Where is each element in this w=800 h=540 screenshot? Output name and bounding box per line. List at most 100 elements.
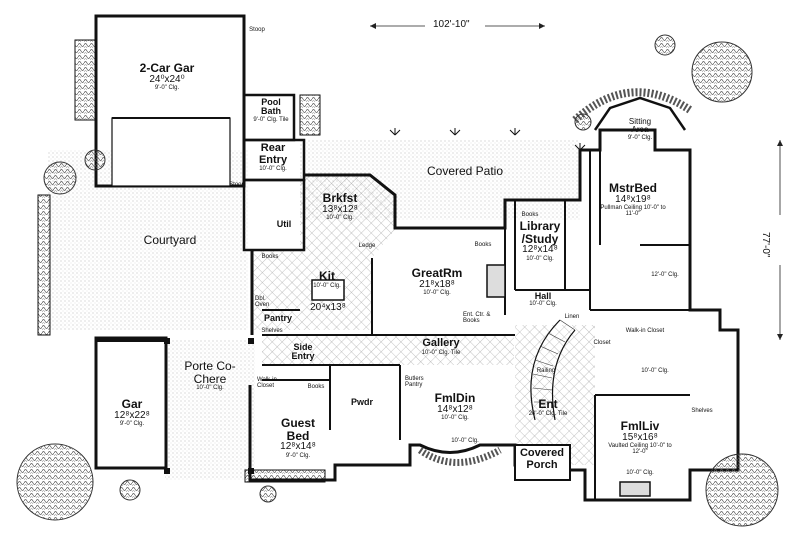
room-kitchen-dim: 20⁴x13⁸: [310, 302, 346, 314]
room-courtyard: Courtyard: [144, 234, 197, 247]
overall-depth-dim-line: [777, 140, 783, 340]
room-name: Library /Study: [519, 219, 561, 246]
room-name: Brkfst: [322, 191, 358, 205]
sitting-area-planting: [572, 88, 693, 123]
note-stoop-top: Stoop: [249, 27, 265, 33]
courtyard-garden-wall: [37, 39, 326, 483]
room-name: Kit: [319, 269, 335, 283]
stair-treads: [532, 319, 576, 403]
room-covered-patio: Covered Patio: [427, 165, 503, 178]
room-dim: 12⁸x14⁸: [280, 441, 316, 453]
room-guest-bed: Guest Bed 12⁸x14⁸ 9'-0" Clg.: [273, 417, 323, 459]
room-ceiling: 10'-0" Clg.: [526, 255, 554, 262]
note-books-kit: Books: [261, 254, 279, 260]
room-name: Gar: [121, 397, 143, 411]
curved-staircase: [530, 319, 576, 421]
room-name: Porte Co-Chere: [184, 359, 236, 386]
dining-bay-planter: [417, 446, 502, 466]
note-dining-ceiling: 10'-0" Clg.: [451, 438, 479, 444]
tile-hatching: [252, 175, 595, 465]
garage-single-walls: [94, 336, 168, 470]
note-living-ceiling: 10'-0" Clg.: [626, 470, 654, 476]
room-utility: Util: [277, 219, 292, 229]
room-name: Side Entry: [291, 342, 315, 362]
room-library-study: Library /Study 12⁸x14⁸ 10'-0" Clg.: [514, 220, 566, 262]
room-sitting-area: Sitting Area 9'-0" Clg.: [620, 117, 660, 141]
garage-single-door: [96, 338, 166, 342]
note-walk-in-closet-guest: Walk-in Closet: [257, 377, 277, 389]
room-garage-2car: 2-Car Gar 24⁰x24⁰ 9'-0" Clg.: [140, 62, 195, 91]
room-pool-bath: Pool Bath 9'-0" Clg. Tile: [251, 97, 291, 123]
room-kitchen: Kit 10'-0" Clg.: [313, 270, 341, 289]
room-name: Gallery: [422, 337, 460, 349]
room-formal-dining: FmlDin 14⁸x12⁸ 10'-0" Clg.: [435, 392, 476, 421]
overall-depth-dim: 77'-0": [760, 232, 771, 258]
room-name: MstrBed: [608, 181, 657, 195]
landscape-trees: [16, 34, 779, 527]
room-ceiling: 9'-0" Clg.: [154, 85, 180, 92]
room-powder: Pwdr: [350, 397, 374, 407]
room-name: Hall: [534, 291, 552, 301]
room-dim: 14⁸x12⁸: [437, 403, 473, 415]
room-ceiling: Vaulted Ceiling 10'-0" to 12'-0": [608, 443, 672, 456]
room-ceiling: 9'-0" Clg.: [119, 421, 145, 428]
room-name: Guest Bed: [280, 416, 315, 443]
room-ceiling: 10'-0" Clg.: [196, 385, 224, 392]
note-stoop-side: Stoop: [229, 182, 245, 188]
room-ceiling: 20'-0" Clg. Tile: [528, 410, 568, 417]
note-shelves: Shelves: [691, 408, 713, 414]
room-name: Ent: [538, 397, 558, 411]
porte-cochere-posts: [164, 338, 254, 474]
room-dim: 14⁸x19⁸: [615, 193, 651, 205]
note-books-great: Books: [474, 242, 492, 248]
room-great-room: GreatRm 21⁸x18⁸ 10'-0" Clg.: [412, 267, 463, 296]
room-covered-porch: Covered Porch: [515, 447, 570, 471]
kitchen-island: [311, 279, 345, 301]
room-ceiling: 10'-0" Clg.: [313, 282, 341, 289]
room-ceiling: Pullman Ceiling 10'-0" to 11'-0": [600, 205, 666, 218]
room-dim: 13⁸x12⁸: [322, 203, 358, 215]
room-garage-single: Gar 12⁸x22⁸ 9'-0" Clg.: [114, 398, 150, 427]
overall-width-dim: 102'-10": [433, 19, 470, 30]
house-exterior-walls: [248, 128, 740, 502]
note-linen-hall: Linen: [564, 314, 580, 320]
porte-cochere-paving: [165, 340, 255, 480]
room-formal-living: FmlLiv 15⁸x16⁸ Vaulted Ceiling 10'-0" to…: [600, 420, 680, 456]
room-name: Sitting Area: [628, 117, 652, 135]
room-name: Pantry: [263, 313, 293, 323]
note-closet: Closet: [593, 340, 611, 346]
room-master-bed: MstrBed 14⁸x19⁸ Pullman Ceiling 10'-0" t…: [593, 182, 673, 218]
room-name: Pool Bath: [261, 97, 281, 117]
room-dim: 24⁰x24⁰: [149, 73, 185, 85]
room-porte-cochere: Porte Co-Chere 10'-0" Clg.: [180, 359, 240, 392]
note-books-guest: Books: [307, 384, 325, 390]
room-ceiling: 10'-0" Clg.: [326, 215, 354, 222]
room-name: FmlLiv: [620, 419, 660, 433]
room-pantry: Pantry: [263, 313, 293, 323]
room-dim: 15⁸x16⁸: [622, 431, 658, 443]
room-dim: 12⁸x14⁸: [522, 244, 558, 256]
room-ceiling: 9'-0" Clg.: [285, 452, 311, 459]
room-ceiling: 10'-0" Clg.: [441, 415, 469, 422]
room-name: FmlDin: [434, 391, 476, 405]
note-entry-ceiling: 10'-0" Clg.: [641, 368, 669, 374]
interior-walls: [262, 150, 700, 500]
room-dim: 20⁴x13⁸: [310, 302, 346, 313]
room-name: Covered Patio: [426, 164, 504, 178]
sitting-area-bay: [593, 96, 687, 131]
note-master-hall-ceiling: 12'-0" Clg.: [651, 272, 679, 278]
covered-porch-walls: [514, 444, 571, 481]
room-name: Pwdr: [350, 397, 374, 407]
room-dim: 12⁸x22⁸: [114, 409, 150, 421]
note-walk-in-closet: Walk-in Closet: [625, 328, 665, 334]
room-hall: Hall 10'-0" Clg.: [529, 291, 557, 308]
room-breakfast: Brkfst 13⁸x12⁸ 10'-0" Clg.: [322, 192, 358, 221]
room-rear-entry: Rear Entry 10'-0" Clg.: [248, 142, 298, 172]
room-ceiling: 9'-0" Clg. Tile: [253, 116, 289, 123]
note-double-oven: Dbl. Oven: [255, 296, 270, 308]
patio-palms: [389, 128, 586, 151]
room-name: 2-Car Gar: [139, 61, 195, 75]
room-gallery: Gallery 10'-0" Clg. Tile: [422, 337, 461, 356]
room-ceiling: 10'-0" Clg.: [529, 301, 557, 308]
